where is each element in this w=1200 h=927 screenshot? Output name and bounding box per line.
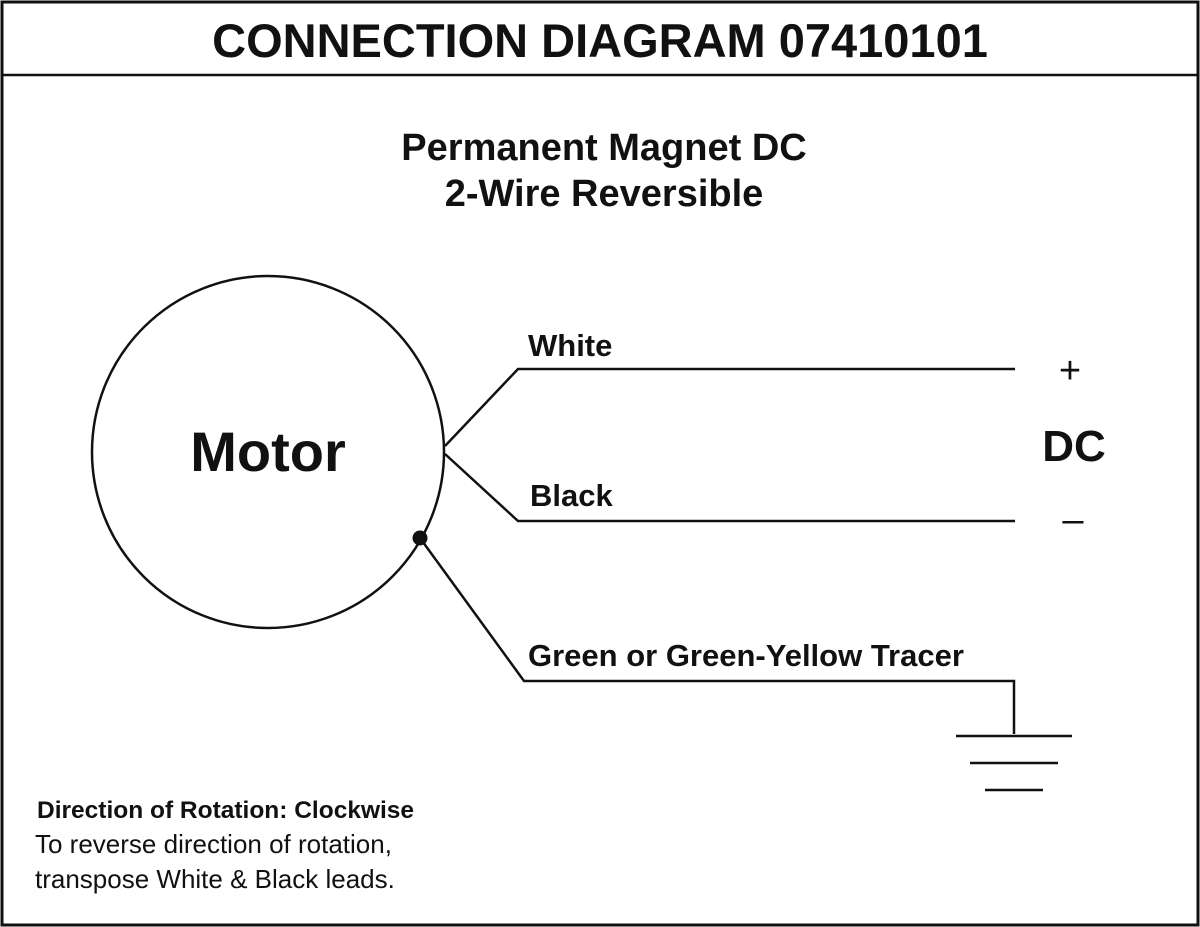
ground-wire-label: Green or Green-Yellow Tracer bbox=[528, 638, 964, 673]
rotation-heading: Direction of Rotation: Clockwise bbox=[37, 797, 414, 824]
white-wire bbox=[444, 367, 1015, 447]
page-title: CONNECTION DIAGRAM 07410101 bbox=[212, 14, 988, 67]
motor-circle bbox=[90, 274, 446, 630]
motor-label: Motor bbox=[190, 420, 346, 483]
black-wire-label: Black bbox=[530, 478, 613, 513]
white-wire-label: White bbox=[528, 328, 612, 363]
diagram-subtitle-line1: Permanent Magnet DC bbox=[401, 127, 806, 169]
diagram-subtitle-line2: 2-Wire Reversible bbox=[445, 173, 764, 215]
dc-plus-sign: + bbox=[1059, 350, 1081, 392]
ground-wire bbox=[418, 537, 1016, 734]
rotation-note-line2: transpose White & Black leads. bbox=[35, 864, 395, 894]
dc-minus-sign: – bbox=[1062, 499, 1084, 541]
rotation-note-line1: To reverse direction of rotation, bbox=[35, 829, 392, 859]
dc-label: DC bbox=[1042, 422, 1106, 471]
black-wire bbox=[444, 453, 1015, 523]
ground-symbol bbox=[956, 734, 1072, 792]
